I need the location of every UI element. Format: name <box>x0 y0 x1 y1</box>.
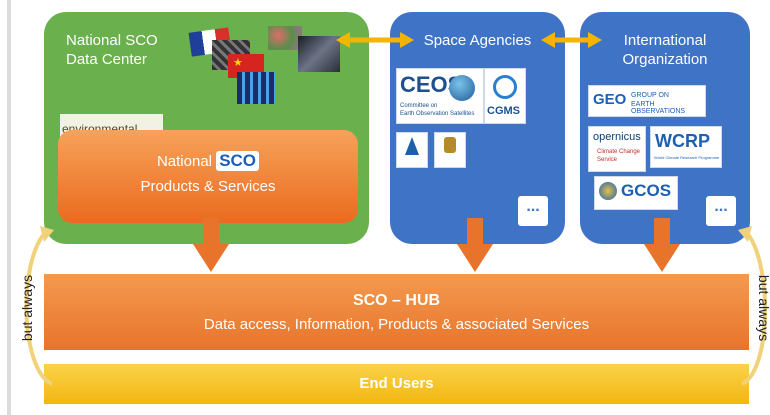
copernicus-logo: opernicus Climate Change Service <box>588 126 646 172</box>
gcos-logo: GCOS <box>594 176 678 210</box>
national-products-subtitle: Products & Services <box>140 178 276 195</box>
international-org-title: International Organization <box>622 32 708 68</box>
sco-logo: SCO <box>216 151 260 171</box>
end-users-bar: End Users <box>44 364 749 404</box>
end-users-label: End Users <box>359 375 434 392</box>
right-but-always-label: but always <box>756 274 770 342</box>
left-but-always-label: but always <box>19 274 36 342</box>
national-products-box <box>58 130 358 223</box>
intl-more-button[interactable]: ... <box>706 196 736 226</box>
sco-hub-title: SCO – HUB <box>352 292 441 309</box>
national-products-title: National SCO <box>58 151 358 171</box>
mosaic-photo <box>268 26 302 50</box>
national-sco-title: National SCO Data Center <box>66 32 158 68</box>
datacenter-photo <box>237 72 275 104</box>
cgms-logo: CGMS <box>484 68 526 124</box>
geo-logo: GEO GROUP ON EARTH OBSERVATIONS <box>588 85 706 117</box>
sco-hub-bar: SCO – HUB Data access, Information, Prod… <box>44 274 749 350</box>
wcrp-logo: WCRP World Climate Research Programme <box>650 126 722 168</box>
sco-hub-subtitle: Data access, Information, Products & ass… <box>203 316 590 333</box>
server-photo <box>298 36 340 72</box>
ceos-logo: CEOS Committee on Earth Observation Sate… <box>396 68 484 124</box>
isro-logo <box>396 132 428 168</box>
space-agencies-title: Space Agencies <box>423 32 532 49</box>
space-more-button[interactable]: ... <box>518 196 548 226</box>
left-border <box>7 0 11 415</box>
uae-agency-logo <box>434 132 466 168</box>
